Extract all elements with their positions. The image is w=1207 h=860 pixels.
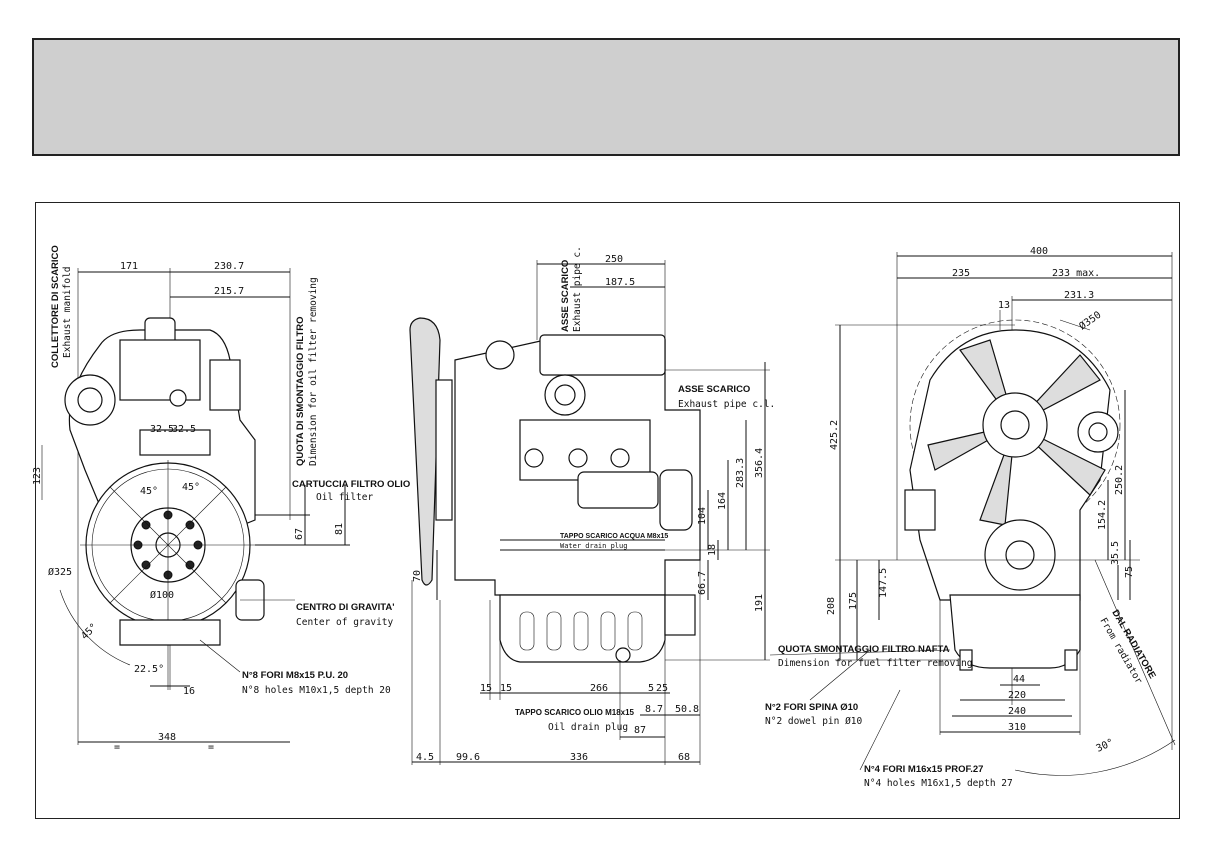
label-exhaust-axis-en: Exhaust pipe c.l. bbox=[678, 399, 775, 410]
dim-425-2: 425.2 bbox=[829, 420, 840, 450]
dim-81: 81 bbox=[334, 523, 345, 535]
dim-68: 68 bbox=[678, 752, 690, 763]
dim-187-5: 187.5 bbox=[605, 277, 635, 288]
dim-70: 70 bbox=[412, 570, 423, 582]
label-water-plug-en: Water drain plug bbox=[560, 542, 627, 550]
label-water-plug-it: TAPPO SCARICO ACQUA M8x15 bbox=[560, 533, 668, 540]
dim-175: 175 bbox=[848, 592, 859, 610]
dim-18: 18 bbox=[707, 544, 718, 556]
dim-171: 171 bbox=[120, 261, 138, 272]
label-fuel-filter-en: Dimension for fuel filter removing bbox=[778, 658, 972, 669]
dim-104: 104 bbox=[697, 507, 708, 525]
label-exhaust-manifold-en: Exhaust manifold bbox=[62, 266, 73, 358]
label-cog-en: Center of gravity bbox=[296, 617, 394, 628]
dim-250: 250 bbox=[605, 254, 623, 265]
dim-45-c: 45° bbox=[79, 622, 100, 643]
dim-30-deg: 30° bbox=[1095, 737, 1116, 755]
dim-4-5: 4.5 bbox=[416, 752, 434, 763]
label-holes-it: N°8 FORI M8x15 P.U. 20 bbox=[242, 670, 348, 681]
dim-32-5-b: 32.5 bbox=[172, 424, 196, 435]
header-bar bbox=[32, 38, 1180, 156]
dim-5: 5 bbox=[648, 683, 654, 694]
dim-25: 25 bbox=[656, 683, 668, 694]
label-holes4-en: N°4 holes M16x1,5 depth 27 bbox=[864, 778, 1013, 789]
label-oil-filter-it: CARTUCCIA FILTRO OLIO bbox=[292, 479, 410, 490]
dim-233-max: 233 max. bbox=[1052, 268, 1100, 279]
rear-view: 400 235 233 max. 13 231.3 Ø350 425.2 250… bbox=[765, 246, 1176, 789]
label-holes4-it: N°4 FORI M16x15 PROF.27 bbox=[864, 764, 983, 775]
dim-eq-2: = bbox=[208, 742, 214, 753]
label-oil-filter-dim-en: Dimension for oil filter removing bbox=[308, 277, 319, 466]
dim-266: 266 bbox=[590, 683, 608, 694]
label-holes-en: N°8 holes M10x1,5 depth 20 bbox=[242, 685, 391, 696]
label-oil-plug-it: TAPPO SCARICO OLIO M18x15 bbox=[515, 708, 635, 717]
dim-45-a: 45° bbox=[140, 486, 158, 497]
label-oil-filter-en: Oil filter bbox=[316, 492, 373, 503]
dim-325: Ø325 bbox=[48, 566, 72, 578]
dim-66-7: 66.7 bbox=[697, 571, 708, 595]
dim-75: 75 bbox=[1124, 566, 1135, 578]
dim-35-5: 35.5 bbox=[1110, 541, 1121, 565]
label-cog-it: CENTRO DI GRAVITA' bbox=[296, 602, 395, 613]
label-dowel-pins-it: N°2 FORI SPINA Ø10 bbox=[765, 702, 858, 713]
label-exhaust-top-en: Exhaust pipe c. bbox=[572, 246, 583, 332]
dim-164: 164 bbox=[717, 492, 728, 510]
dim-348: 348 bbox=[158, 732, 176, 743]
dim-22-5: 22.5° bbox=[134, 664, 164, 675]
dim-191: 191 bbox=[754, 594, 765, 612]
front-view: 171 230.7 215.7 32.5 32.5 123 67 81 45° … bbox=[32, 245, 410, 753]
dim-15-b: 15 bbox=[500, 683, 512, 694]
dim-15-a: 15 bbox=[480, 683, 492, 694]
dim-45-b: 45° bbox=[182, 482, 200, 493]
dim-310: 310 bbox=[1008, 722, 1026, 733]
dim-99-6: 99.6 bbox=[456, 752, 480, 763]
dim-eq-1: = bbox=[114, 742, 120, 753]
dim-13: 13 bbox=[998, 300, 1010, 311]
dim-50-8: 50.8 bbox=[675, 704, 699, 715]
dim-350: Ø350 bbox=[1077, 309, 1104, 333]
dim-16: 16 bbox=[183, 686, 195, 697]
dim-215-7: 215.7 bbox=[214, 286, 244, 297]
side-view: 250 187.5 356.4 283.3 164 104 18 66.7 19… bbox=[409, 246, 775, 765]
dim-240: 240 bbox=[1008, 706, 1026, 717]
dim-147-5: 147.5 bbox=[878, 568, 889, 598]
label-fuel-filter-it: QUOTA SMONTAGGIO FILTRO NAFTA bbox=[778, 644, 950, 655]
label-oil-filter-dim-it: QUOTA DI SMONTAGGIO FILTRO bbox=[295, 316, 306, 466]
dim-8-7: 8.7 bbox=[645, 704, 663, 715]
dim-230-7: 230.7 bbox=[214, 261, 244, 272]
dim-123: 123 bbox=[32, 467, 43, 485]
dim-154-2: 154.2 bbox=[1097, 500, 1108, 530]
dim-336: 336 bbox=[570, 752, 588, 763]
dim-356-4: 356.4 bbox=[754, 448, 765, 478]
label-oil-plug-en: Oil drain plug bbox=[548, 722, 628, 733]
label-exhaust-axis-it: ASSE SCARICO bbox=[678, 384, 750, 395]
label-exhaust-top-it: ASSE SCARICO bbox=[560, 260, 571, 332]
dim-283-3: 283.3 bbox=[735, 458, 746, 488]
label-exhaust-manifold-it: COLLETTORE DI SCARICO bbox=[50, 245, 61, 368]
label-dowel-pins-en: N°2 dowel pin Ø10 bbox=[765, 716, 863, 727]
dim-235: 235 bbox=[952, 268, 970, 279]
dim-44: 44 bbox=[1013, 674, 1025, 685]
dim-208: 208 bbox=[826, 597, 837, 615]
dim-67: 67 bbox=[294, 528, 305, 540]
dim-231-3: 231.3 bbox=[1064, 290, 1094, 301]
dim-400: 400 bbox=[1030, 246, 1048, 257]
dim-87: 87 bbox=[634, 725, 646, 736]
dim-100: Ø100 bbox=[150, 589, 174, 601]
dim-32-5-a: 32.5 bbox=[150, 424, 174, 435]
dim-250-2: 250.2 bbox=[1114, 465, 1125, 495]
dim-220: 220 bbox=[1008, 690, 1026, 701]
